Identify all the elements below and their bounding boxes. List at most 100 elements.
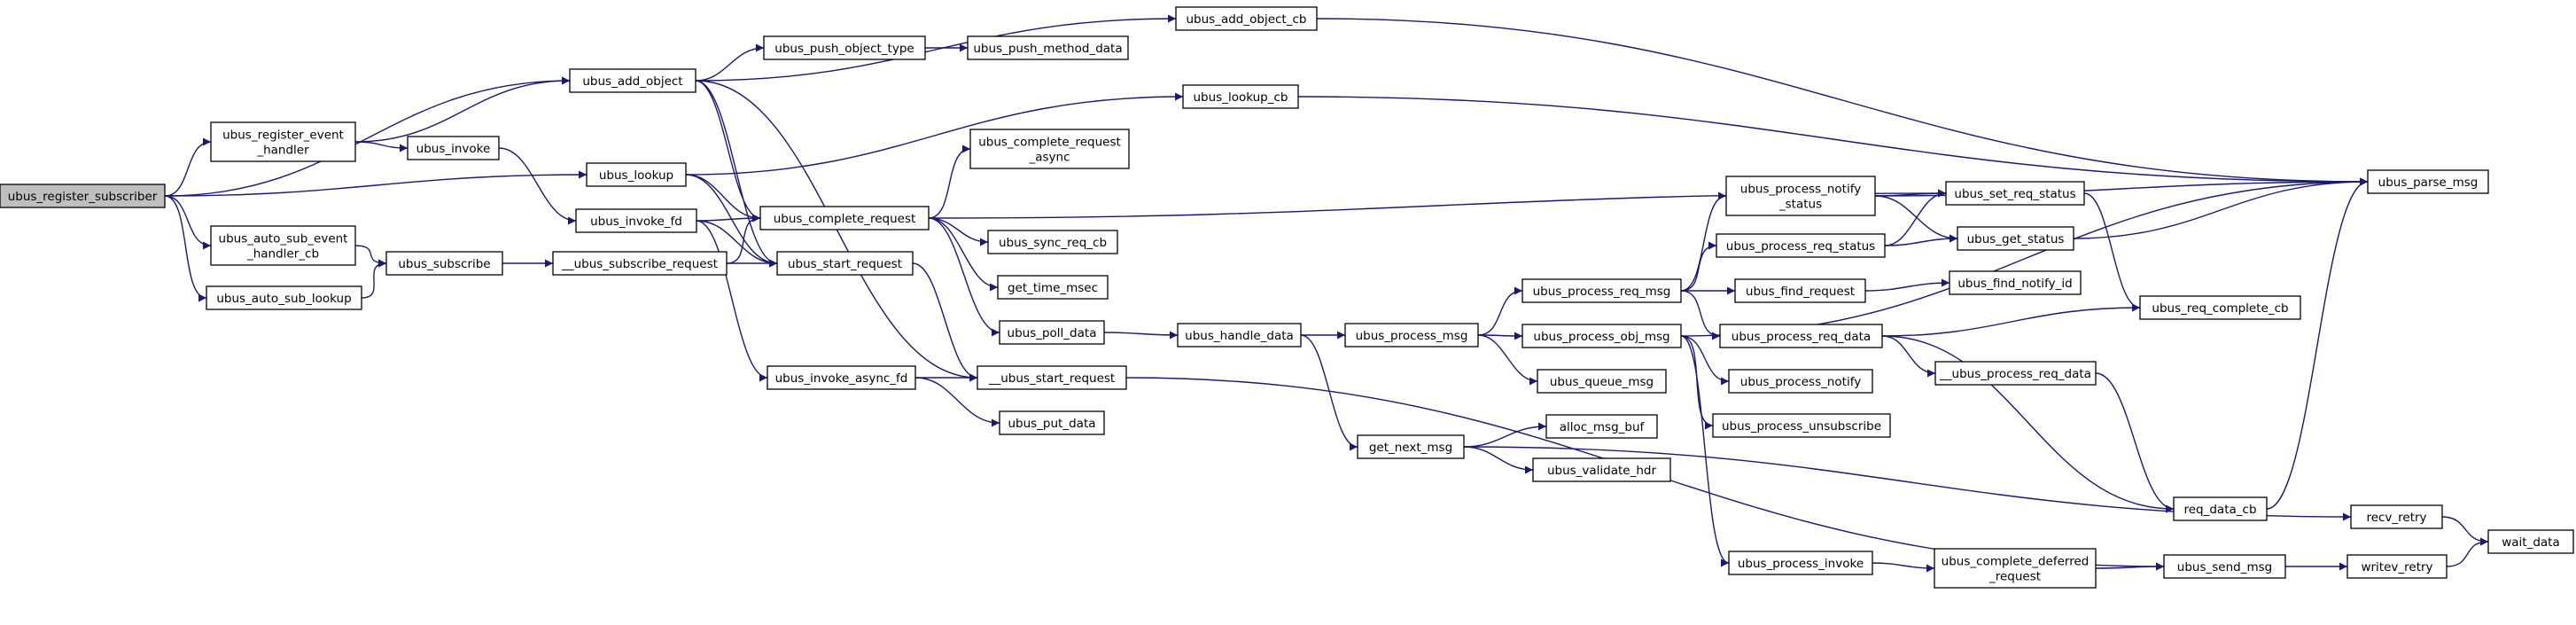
node-alloc-msg-buf[interactable]: alloc_msg_buf xyxy=(1545,414,1658,439)
node-ubus-parse-msg[interactable]: ubus_parse_msg xyxy=(2367,169,2489,194)
node-ubus-process-req-data[interactable]: ubus_process_req_data xyxy=(1719,324,1883,348)
node-label: ubus_get_status xyxy=(1967,232,2065,246)
node---ubus-process-req-data[interactable]: __ubus_process_req_data xyxy=(1934,361,2097,386)
node-ubus-process-req-msg[interactable]: ubus_process_req_msg xyxy=(1521,278,1682,303)
node-box xyxy=(552,251,728,276)
node-ubus-push-method-data[interactable]: ubus_push_method_data xyxy=(967,35,1129,60)
node-box xyxy=(1545,414,1658,439)
node-label: ubus_complete_request xyxy=(978,136,1121,150)
edge-ubus_process_req_msg-to-ubus_process_req_data xyxy=(1680,290,1721,340)
node-label: ubus_process_unsubscribe xyxy=(1722,419,1881,434)
node-ubus-find-request[interactable]: ubus_find_request xyxy=(1734,278,1866,303)
edge-ubus_lookup-to-ubus_lookup_cb xyxy=(685,92,1184,176)
edge-ubus_process_obj_msg-to-ubus_process_invoke xyxy=(1680,335,1730,567)
edge-ubus_poll_data-to-ubus_handle_data xyxy=(1103,331,1179,340)
node-ubus-sync-req-cb[interactable]: ubus_sync_req_cb xyxy=(987,230,1118,254)
node-ubus-process-unsubscribe[interactable]: ubus_process_unsubscribe xyxy=(1712,413,1891,438)
node---ubus-subscribe-request[interactable]: __ubus_subscribe_request xyxy=(552,251,728,276)
node-label: ubus_process_req_msg xyxy=(1533,285,1671,299)
node-ubus-auto-sub-event-handler-cb[interactable]: ubus_auto_sub_event_handler_cb xyxy=(210,225,356,266)
node-label: ubus_push_object_type xyxy=(774,42,914,56)
node-ubus-process-obj-msg[interactable]: ubus_process_obj_msg xyxy=(1521,324,1682,348)
node-ubus-add-object[interactable]: ubus_add_object xyxy=(569,68,697,93)
node-label: ubus_auto_sub_event xyxy=(219,232,348,246)
node-box xyxy=(1945,181,2085,206)
node-ubus-complete-request-async[interactable]: ubus_complete_request_async xyxy=(969,129,1130,169)
node-ubus-put-data[interactable]: ubus_put_data xyxy=(999,410,1105,435)
node-recv-retry[interactable]: recv_retry xyxy=(2350,504,2443,529)
node-ubus-process-msg[interactable]: ubus_process_msg xyxy=(1344,323,1479,348)
node-ubus-register-subscriber[interactable]: ubus_register_subscriber xyxy=(0,184,166,208)
node-box xyxy=(987,230,1118,254)
node-label: ubus_complete_deferred xyxy=(1942,555,2090,569)
node-box xyxy=(1728,551,1873,575)
node-ubus-invoke-fd[interactable]: ubus_invoke_fd xyxy=(575,208,697,233)
node---ubus-start-request[interactable]: __ubus_start_request xyxy=(977,365,1127,390)
edge-ubus_complete_request-to-ubus_sync_req_cb xyxy=(928,217,989,246)
node-box xyxy=(1521,324,1682,348)
node-box xyxy=(967,35,1129,60)
node-ubus-lookup[interactable]: ubus_lookup xyxy=(586,162,687,187)
node-ubus-find-notify-id[interactable]: ubus_find_notify_id xyxy=(1949,270,2082,295)
node-writev-retry[interactable]: writev_retry xyxy=(2346,554,2448,579)
node-label: ubus_lookup xyxy=(599,168,673,183)
node-label: ubus_sync_req_cb xyxy=(999,236,1107,250)
edge-ubus_register_subscriber-to-ubus_add_object xyxy=(164,76,571,197)
node-ubus-push-object-type[interactable]: ubus_push_object_type xyxy=(763,35,926,60)
node-label: _async xyxy=(1028,151,1070,165)
node-label: ubus_register_subscriber xyxy=(8,190,158,204)
node-ubus-validate-hdr[interactable]: ubus_validate_hdr xyxy=(1532,457,1671,482)
node-box xyxy=(1934,361,2097,386)
node-ubus-get-status[interactable]: ubus_get_status xyxy=(1957,226,2074,251)
edge-ubus_process_req_status-to-ubus_set_req_status xyxy=(1884,189,1947,246)
edge-ubus_add_object-to-ubus_push_object_type xyxy=(695,43,765,82)
edge-ubus_start_request-to-__ubus_start_request xyxy=(912,262,978,382)
node-ubus-invoke[interactable]: ubus_invoke xyxy=(407,136,500,160)
edge-recv_retry-to-wait_data xyxy=(2441,516,2489,546)
edge-ubus_register_subscriber-to-ubus_auto_sub_lookup xyxy=(164,195,207,302)
node-label: ubus_invoke_async_fd xyxy=(775,371,908,386)
node-box xyxy=(969,129,1130,169)
node-box xyxy=(2346,554,2448,579)
node-get-next-msg[interactable]: get_next_msg xyxy=(1357,434,1465,459)
edge-__ubus_process_req_data-to-req_data_cb xyxy=(2095,372,2175,513)
node-box xyxy=(569,68,697,93)
node-ubus-start-request[interactable]: ubus_start_request xyxy=(776,251,914,276)
node-ubus-req-complete-cb[interactable]: ubus_req_complete_cb xyxy=(2139,295,2301,320)
node-get-time-msec[interactable]: get_time_msec xyxy=(997,275,1109,300)
node-label: __ubus_start_request xyxy=(988,371,1115,386)
node-ubus-lookup-cb[interactable]: ubus_lookup_cb xyxy=(1182,84,1299,109)
node-req-data-cb[interactable]: req_data_cb xyxy=(2173,496,2268,521)
node-wait-data[interactable]: wait_data xyxy=(2487,529,2574,554)
node-ubus-process-notify[interactable]: ubus_process_notify xyxy=(1728,369,1873,394)
node-ubus-subscribe[interactable]: ubus_subscribe xyxy=(385,251,503,276)
node-ubus-complete-request[interactable]: ubus_complete_request xyxy=(759,206,930,230)
node-box xyxy=(1521,278,1682,303)
node-label: req_data_cb xyxy=(2183,503,2256,517)
node-ubus-poll-data[interactable]: ubus_poll_data xyxy=(999,320,1105,345)
node-label: ubus_process_invoke xyxy=(1738,557,1864,571)
node-box xyxy=(0,184,166,208)
node-ubus-set-req-status[interactable]: ubus_set_req_status xyxy=(1945,181,2085,206)
node-box xyxy=(2139,295,2301,320)
node-box xyxy=(1728,369,1873,394)
node-box xyxy=(1719,324,1883,348)
node-ubus-process-notify-status[interactable]: ubus_process_notify_status xyxy=(1725,176,1876,216)
node-ubus-add-object-cb[interactable]: ubus_add_object_cb xyxy=(1175,6,1318,31)
node-ubus-process-req-status[interactable]: ubus_process_req_status xyxy=(1716,233,1886,258)
edge-ubus_complete_deferred_request-to-ubus_send_msg xyxy=(2095,562,2165,571)
edge-get_next_msg-to-alloc_msg_buf xyxy=(1463,422,1547,448)
node-ubus-queue-msg[interactable]: ubus_queue_msg xyxy=(1537,369,1667,394)
node-label: ubus_send_msg xyxy=(2177,560,2272,574)
node-label: get_time_msec xyxy=(1008,281,1098,295)
node-ubus-register-event-handler[interactable]: ubus_register_event_handler xyxy=(210,121,356,162)
node-label: __ubus_process_req_data xyxy=(1939,367,2091,381)
node-ubus-handle-data[interactable]: ubus_handle_data xyxy=(1177,323,1302,348)
node-ubus-invoke-async-fd[interactable]: ubus_invoke_async_fd xyxy=(767,365,916,390)
node-ubus-process-invoke[interactable]: ubus_process_invoke xyxy=(1728,551,1873,575)
node-ubus-send-msg[interactable]: ubus_send_msg xyxy=(2163,554,2286,579)
node-label: ubus_process_req_status xyxy=(1726,239,1875,254)
node-ubus-complete-deferred-request[interactable]: ubus_complete_deferred_request xyxy=(1934,548,2097,589)
node-ubus-auto-sub-lookup[interactable]: ubus_auto_sub_lookup xyxy=(206,285,362,310)
edge-ubus_handle_data-to-get_next_msg xyxy=(1300,334,1358,451)
